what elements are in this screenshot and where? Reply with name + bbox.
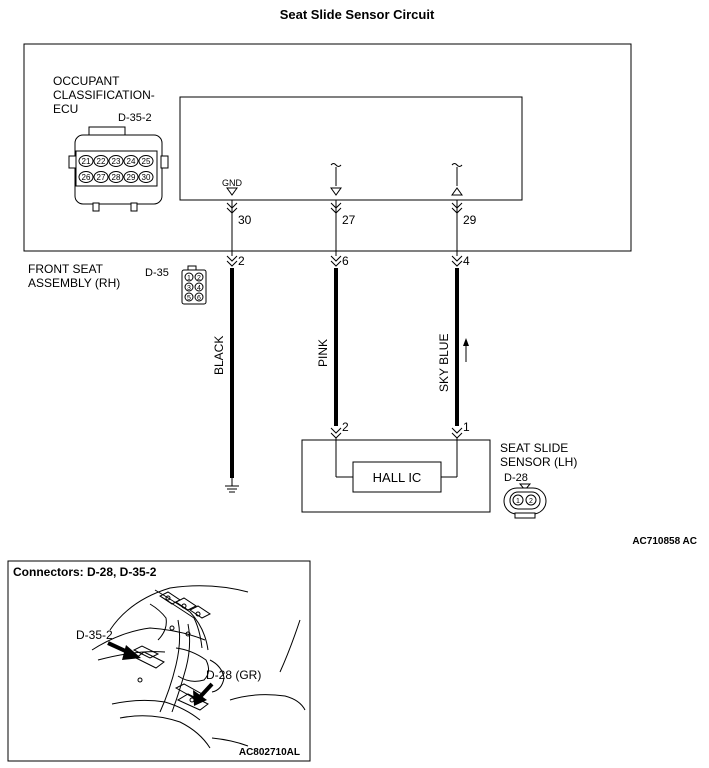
front-seat-pin-label-2: 2 — [197, 275, 201, 282]
ecu-pin-26: 26 — [82, 173, 91, 182]
ecu-inner-box — [179, 96, 523, 201]
sensor-pin-1: 1 — [463, 420, 470, 434]
ecu-connector-id: D-35-2 — [118, 112, 152, 124]
front-seat-pin-2: 2 — [238, 254, 245, 268]
sensor-connector-icon: 1 2 — [503, 483, 547, 519]
ecu-connector-icon: 21 22 23 24 25 26 27 28 29 30 — [68, 126, 169, 212]
output-triangle-icon — [451, 187, 463, 196]
ground-symbol-icon — [225, 478, 239, 493]
sensor-chevrons — [330, 427, 463, 439]
ecu-name-line2: CLASSIFICATION- — [53, 88, 155, 102]
sensor-pin-2: 2 — [342, 420, 349, 434]
front-seat-pin-4: 4 — [463, 254, 470, 268]
connectors-panel — [7, 560, 311, 762]
figure-code-top: AC710858 AC — [632, 536, 697, 547]
ecu-pin-23: 23 — [112, 157, 121, 166]
ecu-terminal-30: 30 — [238, 213, 252, 227]
ecu-pin-30: 30 — [142, 173, 151, 182]
front-seat-pin-label-4: 4 — [197, 285, 201, 292]
ecu-pin-25: 25 — [142, 157, 151, 166]
sensor-box — [301, 439, 491, 513]
hall-ic-label: HALL IC — [373, 470, 422, 485]
ecu-terminal-27: 27 — [342, 213, 356, 227]
sensor-connector-pin-1: 1 — [516, 498, 520, 505]
sensor-name-line2: SENSOR (LH) — [500, 455, 577, 469]
callout-arrow-icon — [198, 682, 214, 699]
ground-triangle-icon — [226, 187, 238, 196]
ecu-name-line1: OCCUPANT — [53, 74, 120, 88]
ecu-name-line3: ECU — [53, 102, 78, 116]
vehicle-location-illustration — [91, 585, 306, 749]
front-seat-pin-6: 6 — [342, 254, 349, 268]
ecu-terminal-29: 29 — [463, 213, 477, 227]
connectors-panel-figure-code: AC802710AL — [239, 747, 300, 758]
front-seat-name-line2: ASSEMBLY (RH) — [28, 276, 120, 290]
front-seat-name-line1: FRONT SEAT — [28, 262, 104, 276]
diagram-title: Seat Slide Sensor Circuit — [280, 7, 435, 22]
sensor-connector-id: D-28 — [504, 472, 528, 484]
ecu-pin-22: 22 — [97, 157, 106, 166]
front-seat-pin-label-6: 6 — [197, 295, 201, 302]
signal-tilde-icon — [330, 163, 342, 167]
callout-d28: D-28 (GR) — [206, 668, 261, 682]
front-seat-pin-label-3: 3 — [187, 285, 191, 292]
front-seat-pin-label-5: 5 — [187, 295, 191, 302]
ecu-pin-21: 21 — [82, 157, 91, 166]
front-seat-pin-label-1: 1 — [187, 275, 191, 282]
ecu-pin-27: 27 — [97, 173, 106, 182]
front-seat-connector-icon: 1 2 3 4 5 6 — [181, 265, 207, 305]
ecu-outer-box — [23, 43, 632, 252]
connectors-panel-title: Connectors: D-28, D-35-2 — [13, 565, 157, 579]
ecu-pin-29: 29 — [127, 173, 136, 182]
sensor-connector-pin-2: 2 — [529, 498, 533, 505]
ecu-pin-24: 24 — [127, 157, 136, 166]
front-seat-chevrons — [226, 255, 463, 267]
callout-d35-2: D-35-2 — [76, 628, 113, 642]
signal-tilde-icon — [451, 163, 463, 167]
sensor-name-line1: SEAT SLIDE — [500, 441, 568, 455]
front-seat-connector-id: D-35 — [145, 267, 169, 279]
ecu-pin-28: 28 — [112, 173, 121, 182]
wire-label-pink: PINK — [316, 339, 330, 367]
wire-label-black: BLACK — [212, 336, 226, 375]
input-triangle-icon — [330, 187, 342, 196]
ecu-gnd-label: GND — [222, 178, 243, 188]
hall-ic-box — [352, 461, 442, 493]
wire-label-skyblue: SKY BLUE — [437, 334, 451, 392]
ecu-terminal-chevrons — [226, 202, 463, 214]
